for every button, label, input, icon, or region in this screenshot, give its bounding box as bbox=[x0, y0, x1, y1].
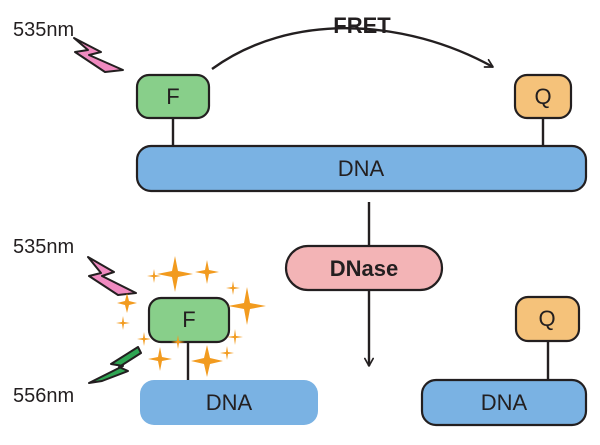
sparkle-icon bbox=[116, 316, 130, 330]
dna-label-bottom-right: DNA bbox=[481, 390, 528, 415]
fluorophore-box-top: F bbox=[135, 73, 211, 120]
sparkle-icon bbox=[195, 260, 219, 284]
fluorophore-label-bottom: F bbox=[182, 307, 195, 332]
excitation-bolt-top-icon bbox=[73, 37, 124, 73]
sparkle-icon bbox=[227, 329, 243, 345]
fret-title: FRET bbox=[333, 13, 391, 38]
emission-bolt-bottom-icon bbox=[88, 346, 142, 384]
quencher-box-bottom: Q bbox=[514, 295, 581, 343]
emission-wavelength-label-bottom: 556nm bbox=[13, 385, 74, 407]
sparkle-icon bbox=[228, 287, 266, 325]
quencher-label-top: Q bbox=[534, 84, 551, 109]
sparkle-icon bbox=[147, 269, 161, 283]
sparkle-icon bbox=[226, 281, 240, 295]
sparkle-icon bbox=[191, 345, 223, 377]
sparkle-icon bbox=[220, 346, 234, 360]
fluorophore-box-bottom: F bbox=[147, 296, 231, 344]
dna-fragment-right: DNA bbox=[420, 378, 588, 427]
dna-strand-top: DNA bbox=[135, 144, 588, 193]
sparkle-icon bbox=[171, 335, 185, 349]
dna-label-bottom-left: DNA bbox=[206, 390, 253, 415]
sparkle-icon bbox=[148, 347, 172, 371]
excitation-wavelength-label-bottom: 535nm bbox=[13, 236, 74, 258]
dna-label-top: DNA bbox=[338, 156, 385, 181]
dna-fragment-left: DNA bbox=[140, 380, 318, 425]
excitation-wavelength-label-top: 535nm bbox=[13, 19, 74, 41]
quencher-box-top: Q bbox=[513, 73, 573, 120]
fret-arrow-icon bbox=[211, 27, 494, 70]
sparkle-icon bbox=[117, 293, 137, 313]
excitation-bolt-bottom-icon bbox=[87, 256, 137, 296]
dnase-label: DNase bbox=[330, 256, 398, 281]
fluorophore-label-top: F bbox=[166, 84, 179, 109]
sparkles bbox=[116, 256, 266, 377]
dnase-enzyme: DNase bbox=[284, 244, 444, 292]
sparkle-icon bbox=[157, 256, 193, 292]
quencher-label-bottom: Q bbox=[538, 306, 555, 331]
sparkle-icon bbox=[137, 332, 151, 346]
